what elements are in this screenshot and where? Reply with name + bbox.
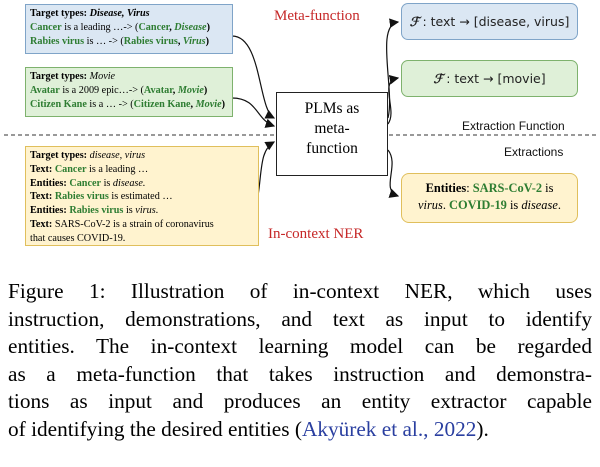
arrow-box1-to-plm [231, 35, 276, 119]
caption-line: tions as input and produces an entity ex… [8, 389, 592, 414]
in-context-input-box: Target types: disease, virus Text: Cance… [25, 146, 259, 246]
caption-line: Figure 1: Illustration of in-context NER… [8, 279, 592, 303]
arrow-plm-to-out2 [387, 74, 400, 125]
plm-line-3: function [306, 140, 358, 157]
arrow-box3-to-plm [257, 141, 276, 197]
function-symbol: ℱ [433, 71, 444, 86]
function-symbol: ℱ [409, 14, 420, 29]
demo-box-disease-virus: Target types: Disease, Virus Cancer is a… [25, 4, 233, 54]
meta-function-label: Meta-function [274, 8, 360, 24]
plm-line-1: PLMs as [304, 100, 360, 117]
output-box-movie: ℱ: text → [movie] [401, 60, 578, 97]
extraction-output-box: Entities: SARS-CoV-2 is virus. COVID-19 … [401, 173, 578, 223]
extraction-function-label: Extraction Function [462, 119, 565, 133]
arrow-box2-to-plm [231, 97, 276, 128]
arrow-plm-to-out1 [386, 18, 400, 119]
caption-line: as a meta-function that takes instructio… [8, 361, 592, 386]
figure-caption: Figure 1: Illustration of in-context NER… [8, 278, 592, 444]
demo-box-movie: Target types: Movie Avatar is a 2009 epi… [25, 67, 233, 117]
in-context-ner-label: In-context NER [268, 226, 364, 242]
caption-last-line: of identifying the desired entities (Aky… [8, 416, 489, 441]
plm-meta-function-box: PLMs as meta- function [276, 92, 388, 176]
output-box-disease-virus: ℱ: text → [disease, virus] [401, 3, 578, 40]
citation-link[interactable]: Akyürek et al., 2022 [301, 416, 477, 441]
plm-line-2: meta- [314, 120, 350, 137]
arrow-plm-to-out3 [387, 149, 400, 198]
caption-line: entities. The in-context learning model … [8, 334, 592, 359]
extractions-label: Extractions [504, 145, 564, 159]
caption-line: instruction, demonstrations, and text as… [8, 306, 592, 331]
